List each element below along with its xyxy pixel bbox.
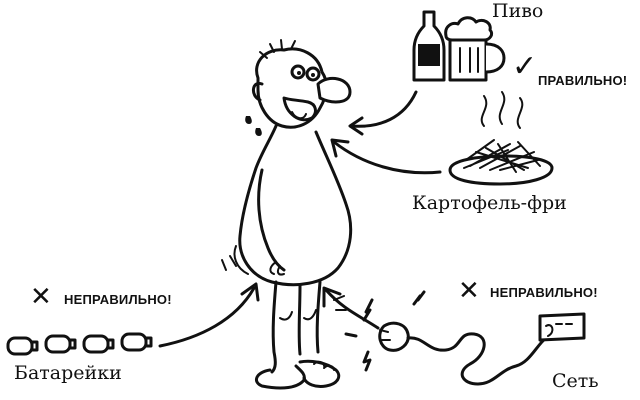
cross-left-icon: ✕: [30, 282, 52, 312]
spark-marks: [344, 290, 426, 372]
man-mouth: [282, 96, 317, 122]
man-tongue: [291, 111, 307, 120]
fries-illustration: [448, 91, 554, 186]
battery-2: [44, 334, 77, 354]
beer-illustration: [412, 10, 506, 82]
wall-outlet: [538, 312, 586, 342]
arrows: [158, 90, 442, 348]
arrow-batteries-to-body: [158, 286, 256, 348]
man-pupil-left: [297, 71, 301, 75]
beer-mug: [448, 34, 488, 82]
man-leg-inner: [297, 284, 302, 356]
man-hand: [269, 261, 285, 276]
man-foot-right: [298, 359, 341, 388]
label-beer: Пиво: [492, 0, 544, 22]
man-foot-left: [254, 364, 306, 390]
label-wrong-right: НЕПРАВИЛЬНО!: [490, 285, 598, 300]
check-icon: ✓: [512, 49, 538, 84]
man-pupil-right: [311, 73, 315, 77]
arrow-fries-head: [330, 138, 350, 158]
beer-mug-ribs: [459, 47, 479, 73]
man-figure: [221, 39, 353, 390]
battery-1: [6, 336, 39, 356]
label-fries: Картофель-фри: [412, 192, 567, 214]
man-hair: [259, 39, 296, 59]
arrow-beer-head: [348, 116, 364, 136]
man-toes: [313, 360, 335, 371]
man-nose: [316, 76, 352, 104]
man-leg-left: [270, 280, 278, 374]
fries-pile: [463, 139, 541, 173]
beer-foam: [444, 16, 494, 42]
man-leg-right: [315, 280, 322, 354]
cross-right-icon: ✕: [458, 276, 480, 306]
power-cord-illustration: [344, 290, 586, 386]
arrow-fries-to-body: [332, 140, 442, 175]
motion-ticks: [221, 255, 347, 311]
man-knees: [279, 309, 317, 321]
man-arm: [257, 168, 286, 272]
arrow-batteries-head: [240, 282, 260, 302]
batteries-illustration: [6, 332, 153, 356]
beer-mug-handle: [485, 42, 506, 74]
arrow-plug-to-body: [324, 288, 380, 330]
power-plug: [378, 321, 410, 352]
man-ear: [252, 81, 264, 102]
battery-3: [82, 334, 115, 354]
battery-4: [120, 332, 153, 352]
plug-prongs: [379, 329, 391, 341]
label-batteries: Батарейки: [14, 362, 122, 384]
man-body: [238, 124, 353, 287]
drool-drop-1: [245, 116, 252, 124]
drool-drop-2: [255, 128, 262, 136]
arrow-plug-head: [322, 286, 342, 308]
arrow-beer-to-mouth: [350, 90, 418, 128]
label-correct: ПРАВИЛЬНО!: [538, 73, 628, 88]
beer-bottle-label: [418, 44, 440, 66]
power-cord: [406, 332, 548, 386]
label-wrong-left: НЕПРАВИЛЬНО!: [64, 292, 172, 307]
steam-lines: [480, 91, 524, 129]
label-outlet: Сеть: [552, 370, 599, 392]
outlet-details: [545, 323, 573, 337]
man-belly: [233, 245, 249, 275]
